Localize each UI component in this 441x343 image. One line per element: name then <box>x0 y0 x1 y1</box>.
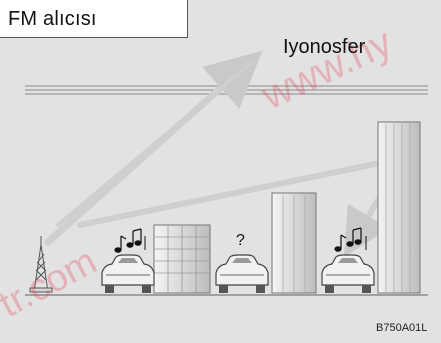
building-icon <box>271 192 317 294</box>
music-notes-icon <box>114 228 146 253</box>
car-icon <box>215 254 269 293</box>
car-icon <box>321 254 375 293</box>
watermark-right: www.hy <box>254 20 398 119</box>
signal-arrow-reflect <box>77 160 383 228</box>
music-notes-icon <box>334 227 367 252</box>
signal-arrows <box>44 50 390 258</box>
radio-tower-icon <box>29 236 53 293</box>
ionosphere-label: Iyonosfer <box>283 36 366 58</box>
watermark-left: tr.com <box>0 240 104 326</box>
figure-code: B750A01L <box>376 322 428 334</box>
diagram-title: FM alıcısı <box>8 8 97 30</box>
title-box: FM alıcısı <box>0 0 188 38</box>
question-mark-icon: ? <box>236 232 245 249</box>
signal-arrow-down <box>56 62 252 227</box>
building-icon <box>153 224 211 294</box>
car-icon <box>101 254 155 293</box>
building-icon <box>377 121 421 294</box>
